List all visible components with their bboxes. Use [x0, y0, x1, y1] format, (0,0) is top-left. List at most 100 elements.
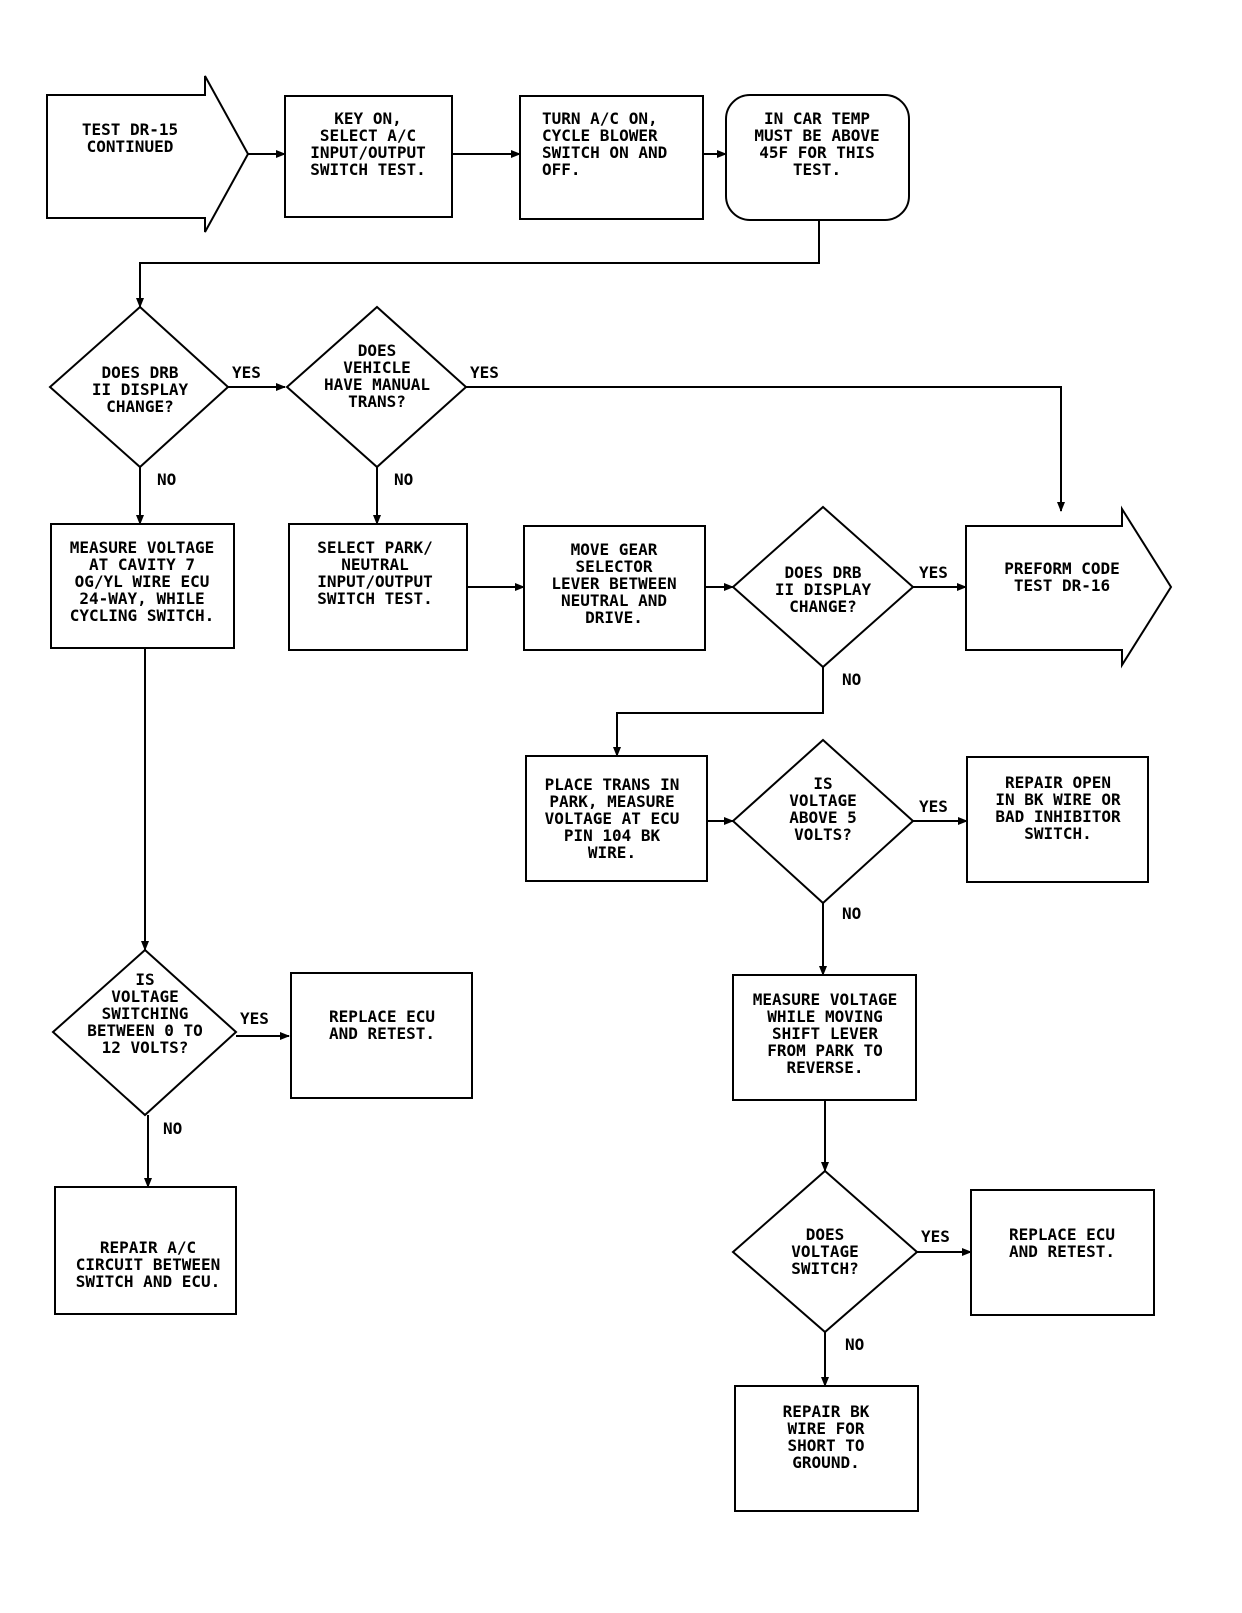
move-gear-line: SELECTOR — [575, 557, 652, 576]
switching-12-line: IS — [135, 970, 154, 989]
connectors — [136, 150, 1065, 1387]
edge-label-above5-yes: YES — [919, 797, 948, 816]
car-temp-line: IN CAR TEMP — [764, 109, 870, 128]
manual-trans-line: HAVE MANUAL — [324, 375, 430, 394]
replace-ecu-1-line: AND RETEST. — [329, 1024, 435, 1043]
car-temp-line: MUST BE ABOVE — [754, 126, 879, 145]
measure-shift-line: WHILE MOVING — [767, 1007, 883, 1026]
repair-open-line: BAD INHIBITOR — [995, 807, 1121, 826]
move-gear-line: NEUTRAL AND — [561, 591, 667, 610]
repair-bk-line: WIRE FOR — [787, 1419, 864, 1438]
place-trans-line: PLACE TRANS IN — [545, 775, 680, 794]
place-trans-line: VOLTAGE AT ECU — [545, 809, 680, 828]
replace-ecu-2-line: REPLACE ECU — [1009, 1225, 1115, 1244]
repair-bk-line: GROUND. — [792, 1453, 859, 1472]
drb-change-2-line: II DISPLAY — [775, 580, 872, 599]
measure-shift-line: SHIFT LEVER — [772, 1024, 878, 1043]
edge-label-drb2-no: NO — [842, 670, 861, 689]
switching-12-line: VOLTAGE — [111, 987, 178, 1006]
edge-label-manual-no: NO — [394, 470, 413, 489]
manual-trans-line: TRANS? — [348, 392, 406, 411]
measure-shift-line: FROM PARK TO — [767, 1041, 883, 1060]
edge-cartemp-to-drb1 — [136, 220, 820, 308]
place-trans-line: WIRE. — [588, 843, 636, 862]
edge-drb2-no — [613, 667, 824, 757]
select-park-line: SELECT PARK/ — [317, 538, 433, 557]
measure-cavity-line: AT CAVITY 7 — [89, 555, 195, 574]
edge-label-drb2-yes: YES — [919, 563, 948, 582]
edge-manual-yes — [466, 386, 1065, 512]
voltage-switch-line: DOES — [806, 1225, 845, 1244]
place-trans-line: PIN 104 BK — [564, 826, 661, 845]
turn-ac-line: CYCLE BLOWER — [542, 126, 658, 145]
drb-change-2-line: DOES DRB — [784, 563, 861, 582]
turn-ac-line: TURN A/C ON, — [542, 109, 658, 128]
measure-cavity-line: MEASURE VOLTAGE — [70, 538, 215, 557]
car-temp-line: TEST. — [793, 160, 841, 179]
key-on-line: KEY ON, — [334, 109, 401, 128]
select-park-line: NEUTRAL — [341, 555, 408, 574]
switching-12-line: 12 VOLTS? — [102, 1038, 189, 1057]
drb-change-1-line: II DISPLAY — [92, 380, 189, 399]
edge-label-switching-no: NO — [163, 1119, 182, 1138]
move-gear-line: DRIVE. — [585, 608, 643, 627]
repair-ac-line: CIRCUIT BETWEEN — [76, 1255, 221, 1274]
edge-label-vswitch-no: NO — [845, 1335, 864, 1354]
replace-ecu-2-line: AND RETEST. — [1009, 1242, 1115, 1261]
edge-labels: YES NO YES NO YES NO YES NO YES NO YES N… — [157, 363, 950, 1354]
measure-shift-line: MEASURE VOLTAGE — [753, 990, 898, 1009]
turn-ac-line: SWITCH ON AND — [542, 143, 667, 162]
drb-change-2-line: CHANGE? — [789, 597, 856, 616]
above-5-line: ABOVE 5 — [789, 808, 856, 827]
move-gear-line: LEVER BETWEEN — [551, 574, 676, 593]
edge-label-switching-yes: YES — [240, 1009, 269, 1028]
dr16-line: TEST DR-16 — [1014, 576, 1110, 595]
key-on-line: SWITCH TEST. — [310, 160, 426, 179]
select-park-line: SWITCH TEST. — [317, 589, 433, 608]
repair-open-line: IN BK WIRE OR — [995, 790, 1121, 809]
place-trans-line: PARK, MEASURE — [549, 792, 674, 811]
repair-bk-line: SHORT TO — [787, 1436, 864, 1455]
voltage-switch-line: SWITCH? — [791, 1259, 858, 1278]
repair-ac-line: REPAIR A/C — [100, 1238, 196, 1257]
key-on-line: SELECT A/C — [320, 126, 416, 145]
repair-ac-line: SWITCH AND ECU. — [76, 1272, 221, 1291]
replace-ecu-1-line: REPLACE ECU — [329, 1007, 435, 1026]
manual-trans-line: VEHICLE — [343, 358, 410, 377]
repair-bk-line: REPAIR BK — [783, 1402, 870, 1421]
edge-label-above5-no: NO — [842, 904, 861, 923]
repair-open-line: SWITCH. — [1024, 824, 1091, 843]
above-5-line: VOLTS? — [794, 825, 852, 844]
measure-cavity-line: OG/YL WIRE ECU — [75, 572, 210, 591]
edge-label-vswitch-yes: YES — [921, 1227, 950, 1246]
edge-label-drb1-no: NO — [157, 470, 176, 489]
